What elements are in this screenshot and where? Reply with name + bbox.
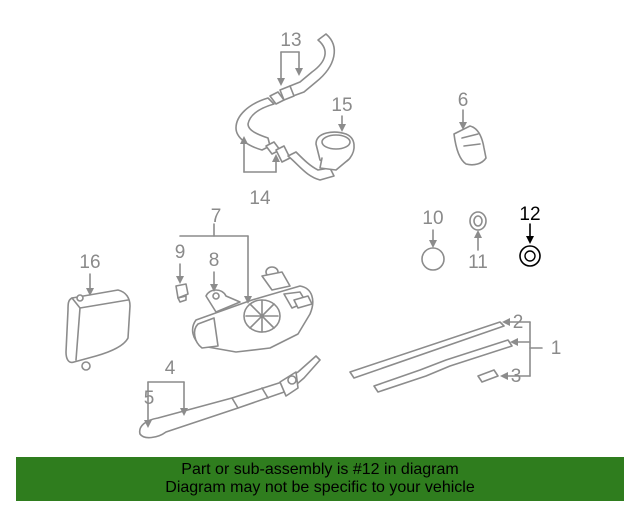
wiper-arm	[138, 355, 321, 439]
callout-5: 5	[144, 388, 155, 409]
wiper-motor	[191, 266, 314, 353]
callout-4-leaders	[144, 381, 188, 428]
washer-part-12	[519, 245, 541, 267]
callout-9: 9	[175, 242, 186, 263]
callout-6: 6	[458, 90, 469, 111]
parts-diagram: 13 14 15 6 10 11 12	[65, 30, 562, 439]
callout-7: 7	[211, 206, 222, 227]
callout-3: 3	[511, 366, 522, 387]
banner-line-part: Part or sub-assembly is #12 in diagram	[181, 461, 459, 478]
control-module	[65, 289, 131, 371]
bolt-9	[175, 283, 189, 303]
pivot-cover	[453, 125, 487, 166]
callout-8: 8	[209, 250, 220, 271]
washer-hose	[235, 33, 335, 181]
callout-4: 4	[165, 358, 176, 379]
washer-nozzle	[315, 131, 355, 171]
callout-15: 15	[331, 95, 352, 116]
seal-ring	[421, 247, 445, 271]
callout-12: 12	[519, 204, 540, 225]
callout-13-leaders	[277, 51, 303, 86]
callout-14: 14	[249, 188, 271, 209]
callout-10: 10	[422, 208, 443, 229]
callout-1: 1	[551, 338, 562, 359]
callout-11: 11	[468, 252, 488, 273]
callout-2: 2	[513, 312, 524, 333]
nut-cap	[469, 211, 487, 231]
banner-line-disclaimer: Diagram may not be specific to your vehi…	[165, 479, 475, 496]
callout-16: 16	[79, 252, 100, 273]
callout-13: 13	[280, 30, 301, 51]
wiper-blade	[349, 321, 513, 393]
callout-7-leaders	[179, 223, 252, 304]
callout-1-leaders	[529, 321, 543, 377]
callout-14-leaders	[240, 136, 280, 173]
part-info-banner: Part or sub-assembly is #12 in diagram D…	[16, 457, 624, 501]
